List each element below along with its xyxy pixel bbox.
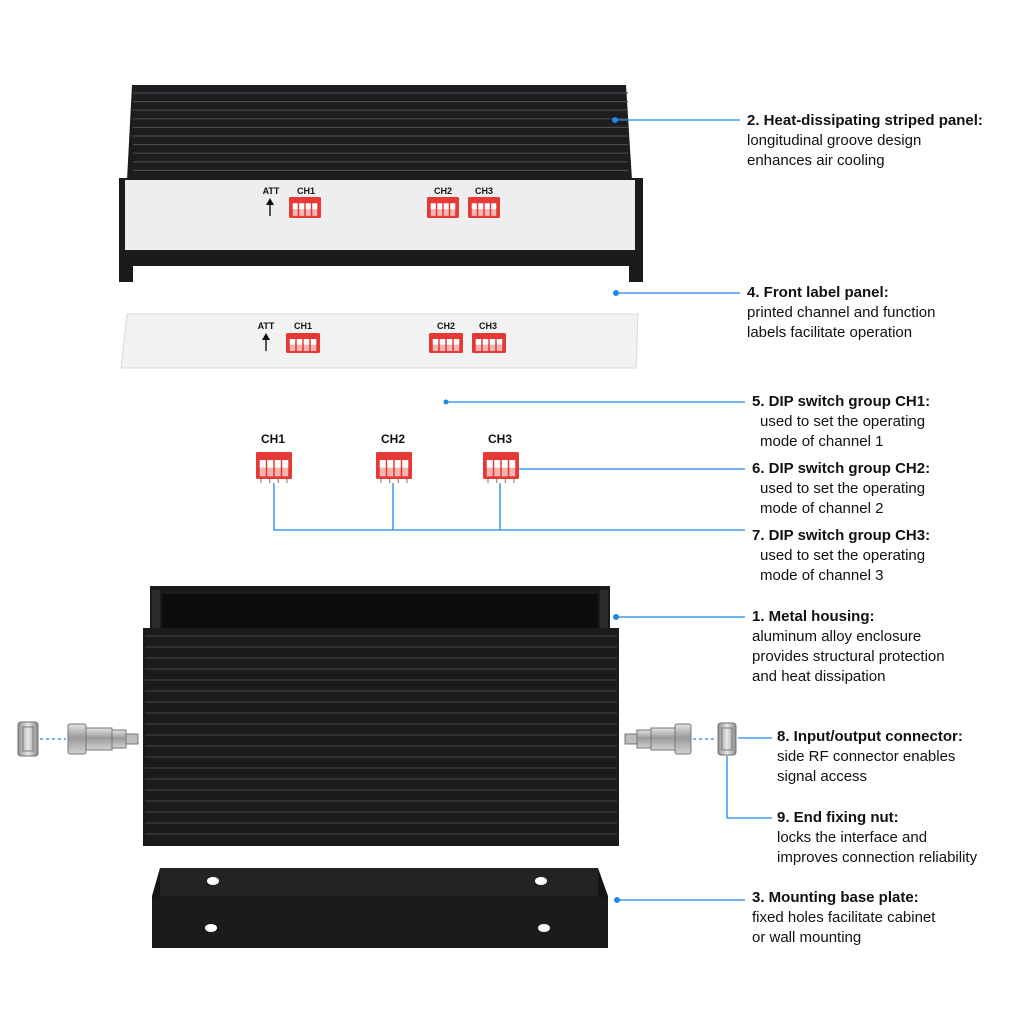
lid-ch2-label: CH2 — [434, 186, 452, 196]
callout-base-plate: 3. Mounting base plate: fixed holes faci… — [752, 888, 935, 948]
callout-dip-ch3: 7. DIP switch group CH3: used to set the… — [752, 526, 930, 586]
left-fixing-nut — [17, 721, 39, 757]
mount-hole — [207, 877, 219, 885]
callout-io-connector: 8. Input/output connector: side RF conne… — [777, 727, 963, 787]
lid-dip-ch3 — [468, 197, 500, 218]
callout-line: used to set the operating — [760, 413, 926, 430]
callout-dip-ch2: 6. DIP switch group CH2: used to set the… — [752, 459, 930, 519]
callout-line: aluminum alloy enclosure — [752, 628, 922, 645]
dip-switch-groups: CH1 CH2 CH3 — [256, 432, 519, 483]
left-io-connector — [67, 723, 139, 755]
callout-fixing-nut: 9. End fixing nut: locks the interface a… — [777, 808, 977, 868]
lid-ch1-label: CH1 — [297, 186, 315, 196]
front-ch3-label: CH3 — [479, 321, 497, 331]
up-arrow-icon — [266, 198, 274, 216]
dip-switch-ch3 — [483, 452, 519, 483]
switch-ch2-label: CH2 — [381, 432, 405, 446]
lid-ch3-label: CH3 — [475, 186, 493, 196]
lid-label-strip — [125, 180, 635, 250]
front-att-label: ATT — [258, 321, 275, 331]
switch-ch3-label: CH3 — [488, 432, 512, 446]
front-ch2-label: CH2 — [437, 321, 455, 331]
callout-heat-panel: 2. Heat-dissipating striped panel: longi… — [747, 111, 983, 171]
callout-line: side RF connector enables — [777, 748, 956, 765]
callout-line: mode of channel 2 — [760, 500, 884, 517]
callout-front-label: 4. Front label panel: printed channel an… — [747, 283, 935, 343]
dip-switch-ch1 — [256, 452, 292, 483]
front-label-panel: ATT CH1 CH2 CH3 — [120, 313, 639, 369]
callout-title: 5. DIP switch group CH1: — [752, 393, 931, 410]
callout-line: longitudinal groove design — [747, 132, 922, 149]
callout-line: fixed holes facilitate cabinet — [752, 909, 936, 926]
callout-line: provides structural protection — [752, 648, 945, 665]
right-io-connector — [624, 723, 692, 755]
mount-hole — [538, 924, 550, 932]
front-dip-ch2 — [429, 333, 463, 353]
dip-switch-ch2 — [376, 452, 412, 483]
heat-dissipating-panel: ATT CH1 CH2 CH3 — [119, 85, 643, 282]
front-ch1-label: CH1 — [294, 321, 312, 331]
leader-lines — [40, 119, 772, 901]
callout-line: used to set the operating — [760, 480, 926, 497]
callout-title: 8. Input/output connector: — [777, 728, 963, 745]
leader-dots — [443, 117, 620, 903]
callout-title: 4. Front label panel: — [747, 284, 889, 301]
callout-metal-housing: 1. Metal housing: aluminum alloy enclosu… — [752, 607, 945, 687]
up-arrow-icon — [262, 333, 270, 351]
callout-line: mode of channel 1 — [760, 433, 884, 450]
switch-ch1-label: CH1 — [261, 432, 285, 446]
housing-grooves — [145, 635, 617, 835]
callout-line: printed channel and function — [747, 304, 936, 321]
callout-title: 3. Mounting base plate: — [752, 889, 919, 906]
callout-line: enhances air cooling — [747, 152, 885, 169]
callout-line: labels facilitate operation — [747, 324, 913, 341]
callout-line: signal access — [777, 768, 868, 785]
callout-line: and heat dissipation — [752, 668, 886, 685]
callout-line: mode of channel 3 — [760, 567, 884, 584]
callout-title: 7. DIP switch group CH3: — [752, 527, 931, 544]
metal-housing — [143, 586, 619, 846]
lid-att-label: ATT — [263, 186, 280, 196]
mount-hole — [535, 877, 547, 885]
front-dip-ch1 — [286, 333, 320, 353]
callout-line: or wall mounting — [752, 929, 862, 946]
callout-line: locks the interface and — [777, 829, 928, 846]
callout-title: 2. Heat-dissipating striped panel: — [747, 112, 983, 129]
callout-title: 6. DIP switch group CH2: — [752, 460, 931, 477]
callout-line: improves connection reliability — [777, 849, 978, 866]
lid-dip-ch2 — [427, 197, 459, 218]
callout-title: 9. End fixing nut: — [777, 809, 899, 826]
right-fixing-nut — [717, 722, 737, 756]
callout-dip-ch1: 5. DIP switch group CH1: used to set the… — [752, 392, 930, 452]
callout-line: used to set the operating — [760, 547, 926, 564]
callout-title: 1. Metal housing: — [752, 608, 875, 625]
mount-hole — [205, 924, 217, 932]
lid-dip-ch1 — [289, 197, 321, 218]
mounting-base-plate — [152, 868, 608, 948]
lid-grooves — [133, 92, 628, 171]
front-dip-ch3 — [472, 333, 506, 353]
